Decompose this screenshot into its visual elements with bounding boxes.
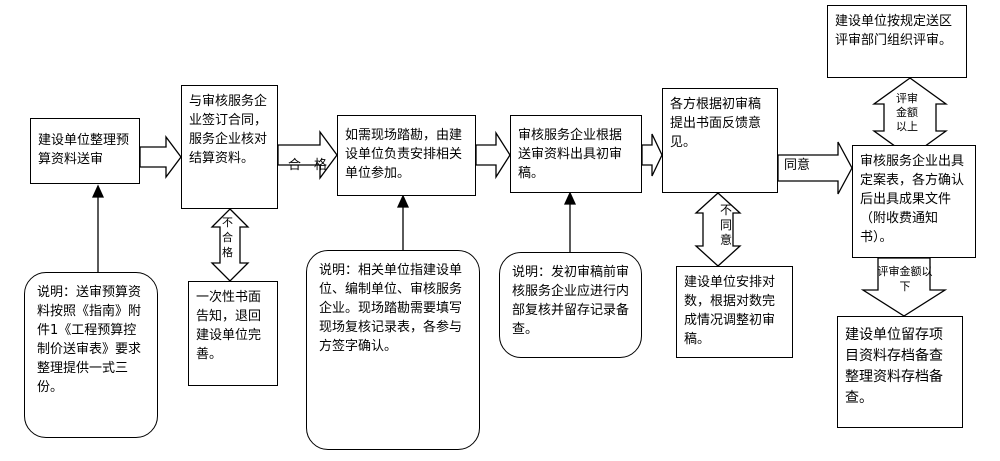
arrow-s4-s5 bbox=[641, 133, 663, 177]
note1-arrowhead bbox=[91, 184, 105, 198]
arrow-s5-s6 bbox=[777, 141, 853, 195]
label-below-amount: 评审金额以下 bbox=[877, 265, 933, 293]
reject-box: 一次性书面告知，退回建设单位完善。 bbox=[188, 281, 278, 386]
label-disagree: 不同意 bbox=[720, 203, 733, 247]
step-district-review: 建设单位按规定送区评审部门组织评审。 bbox=[827, 5, 967, 78]
note3-arrowhead bbox=[563, 191, 577, 205]
note2-arrowhead bbox=[396, 194, 410, 208]
arrow-s5-adjust bbox=[694, 192, 742, 267]
arrow-s3-s4 bbox=[475, 130, 511, 180]
label-not-qualified: 不合格 bbox=[222, 216, 233, 259]
note-internal-review: 说明：发初审稿前审核服务企业应进行内部复核并留存记录备查。 bbox=[499, 252, 642, 358]
arrow-s1-s2 bbox=[139, 135, 182, 179]
note-submission-requirements: 说明：送审预算资料按照《指南》附件1《工程预算控制价送审表》要求整理提供一式三份… bbox=[24, 272, 158, 438]
note-site-survey: 说明：相关单位指建设单位、编制单位、审核服务企业。现场踏勘需要填写现场复核记录表… bbox=[306, 250, 480, 450]
step-draft-review: 审核服务企业根据送审资料出具初审稿。 bbox=[510, 115, 642, 193]
adjust-box: 建设单位安排对数，根据对数完成情况调整初审稿。 bbox=[676, 266, 793, 358]
step-sign-contract: 与审核服务企业签订合同，服务企业核对结算资料。 bbox=[181, 85, 278, 209]
arrow-s2-s3 bbox=[277, 130, 338, 180]
label-qualified: 合 格 bbox=[288, 158, 328, 173]
step-archive: 建设单位留存项目资料存档备查整理资料存档备查。 bbox=[837, 316, 963, 428]
label-above-amount: 评审金额以上 bbox=[896, 92, 918, 133]
step-site-survey: 如需现场踏勘，由建设单位负责安排相关单位参加。 bbox=[337, 115, 476, 196]
arrow-s6-s8 bbox=[860, 257, 948, 317]
step-feedback: 各方根据初审稿提出书面反馈意见。 bbox=[662, 88, 778, 193]
step-final-result: 审核服务企业出具定案表，各方确认后出具成果文件（附收费通知书）。 bbox=[852, 145, 976, 258]
label-agree: 同意 bbox=[784, 158, 811, 173]
step-submit-budget: 建设单位整理预算资料送审 bbox=[30, 118, 140, 184]
